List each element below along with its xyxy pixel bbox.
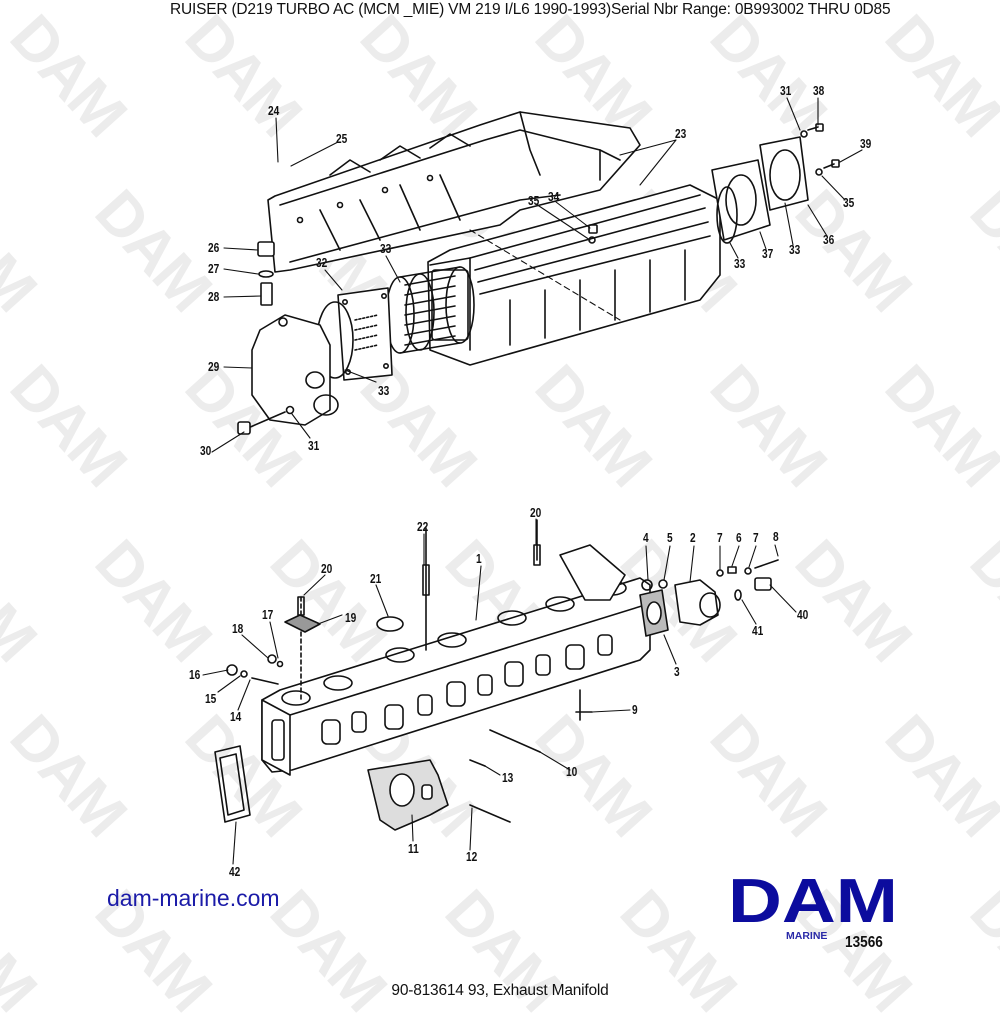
- end-cap-29: [251, 314, 339, 426]
- part-callout: 17: [262, 607, 274, 622]
- part-callout: 15: [205, 691, 217, 706]
- part-callout: 29: [208, 359, 220, 374]
- part-callout: 31: [780, 83, 792, 98]
- part-callout: 26: [208, 240, 220, 255]
- outlet-elbow-2-and-gasket-3: [639, 559, 779, 637]
- part-callout: 21: [370, 571, 382, 586]
- dam-logo-text: DAM: [728, 876, 898, 924]
- part-callout: 25: [336, 131, 348, 146]
- part-callout: 24: [268, 103, 280, 118]
- part-callout: 4: [643, 530, 649, 545]
- gasket-42: [214, 745, 251, 823]
- part-callout: 33: [789, 242, 801, 257]
- plug-34-washer-35: [588, 224, 598, 244]
- part-callout: 10: [566, 764, 578, 779]
- part-callout: 35: [843, 195, 855, 210]
- tube-bundle: [385, 266, 475, 354]
- part-callout: 3: [674, 664, 680, 679]
- part-callout: 23: [675, 126, 687, 141]
- diagram-caption: 90-813614 93, Exhaust Manifold: [391, 982, 609, 999]
- part-callout: 6: [736, 530, 742, 545]
- part-callout: 36: [823, 232, 835, 247]
- part-callout: 37: [762, 246, 774, 261]
- exhaust-manifold-diagram: [202, 97, 863, 865]
- part-callout: 7: [717, 530, 723, 545]
- part-callout: 33: [380, 241, 392, 256]
- part-callout: 32: [316, 255, 328, 270]
- part-callout: 22: [417, 519, 429, 534]
- marine-subtext: MARINE: [786, 930, 828, 942]
- heat-exchanger-body: [427, 184, 721, 366]
- part-callout: 34: [548, 189, 560, 204]
- part-callout: 33: [734, 256, 746, 271]
- part-callout: 12: [466, 849, 478, 864]
- part-callout: 11: [408, 841, 419, 856]
- figure-number: 13566: [845, 934, 883, 951]
- part-callout: 39: [860, 136, 872, 151]
- part-callout: 20: [321, 561, 333, 576]
- part-callout: 9: [632, 702, 638, 717]
- page-title: RUISER (D219 TURBO AC (MCM _MIE) VM 219 …: [170, 1, 890, 18]
- end-plate-32: [337, 287, 393, 381]
- part-callout: 35: [528, 193, 540, 208]
- upper-cover-plate: [267, 111, 641, 273]
- part-callout: 1: [476, 551, 482, 566]
- part-callout: 42: [229, 864, 241, 879]
- part-callout: 28: [208, 289, 220, 304]
- part-callout: 18: [232, 621, 244, 636]
- exhaust-manifold-body: [261, 544, 651, 776]
- part-callout: 27: [208, 261, 220, 276]
- part-callout: 13: [502, 770, 514, 785]
- part-callout: 31: [308, 438, 320, 453]
- leader-lines-upper: [211, 97, 863, 453]
- part-callout: 40: [797, 607, 809, 622]
- part-callout: 14: [230, 709, 242, 724]
- part-callout: 8: [773, 529, 779, 544]
- dam-logo: DAM: [728, 867, 898, 936]
- studs-and-fasteners-lower: [226, 519, 593, 823]
- part-callout: 7: [753, 530, 759, 545]
- part-callout: 20: [530, 505, 542, 520]
- part-callout: 19: [345, 610, 357, 625]
- part-callout: 38: [813, 83, 825, 98]
- right-flange-assembly: [711, 123, 840, 244]
- part-callout: 33: [378, 383, 390, 398]
- bolt-30-washer-31: [237, 405, 295, 435]
- part-callout: 41: [752, 623, 764, 638]
- part-callout: 30: [200, 443, 212, 458]
- part-callout: 16: [189, 667, 201, 682]
- leader-lines-lower: [202, 518, 797, 865]
- dam-marine-link[interactable]: dam-marine.com: [107, 885, 280, 911]
- part-callout: 5: [667, 530, 673, 545]
- gasket-11: [367, 759, 449, 831]
- plug-26-washer-27-sleeve-28: [257, 241, 275, 306]
- part-callout: 2: [690, 530, 696, 545]
